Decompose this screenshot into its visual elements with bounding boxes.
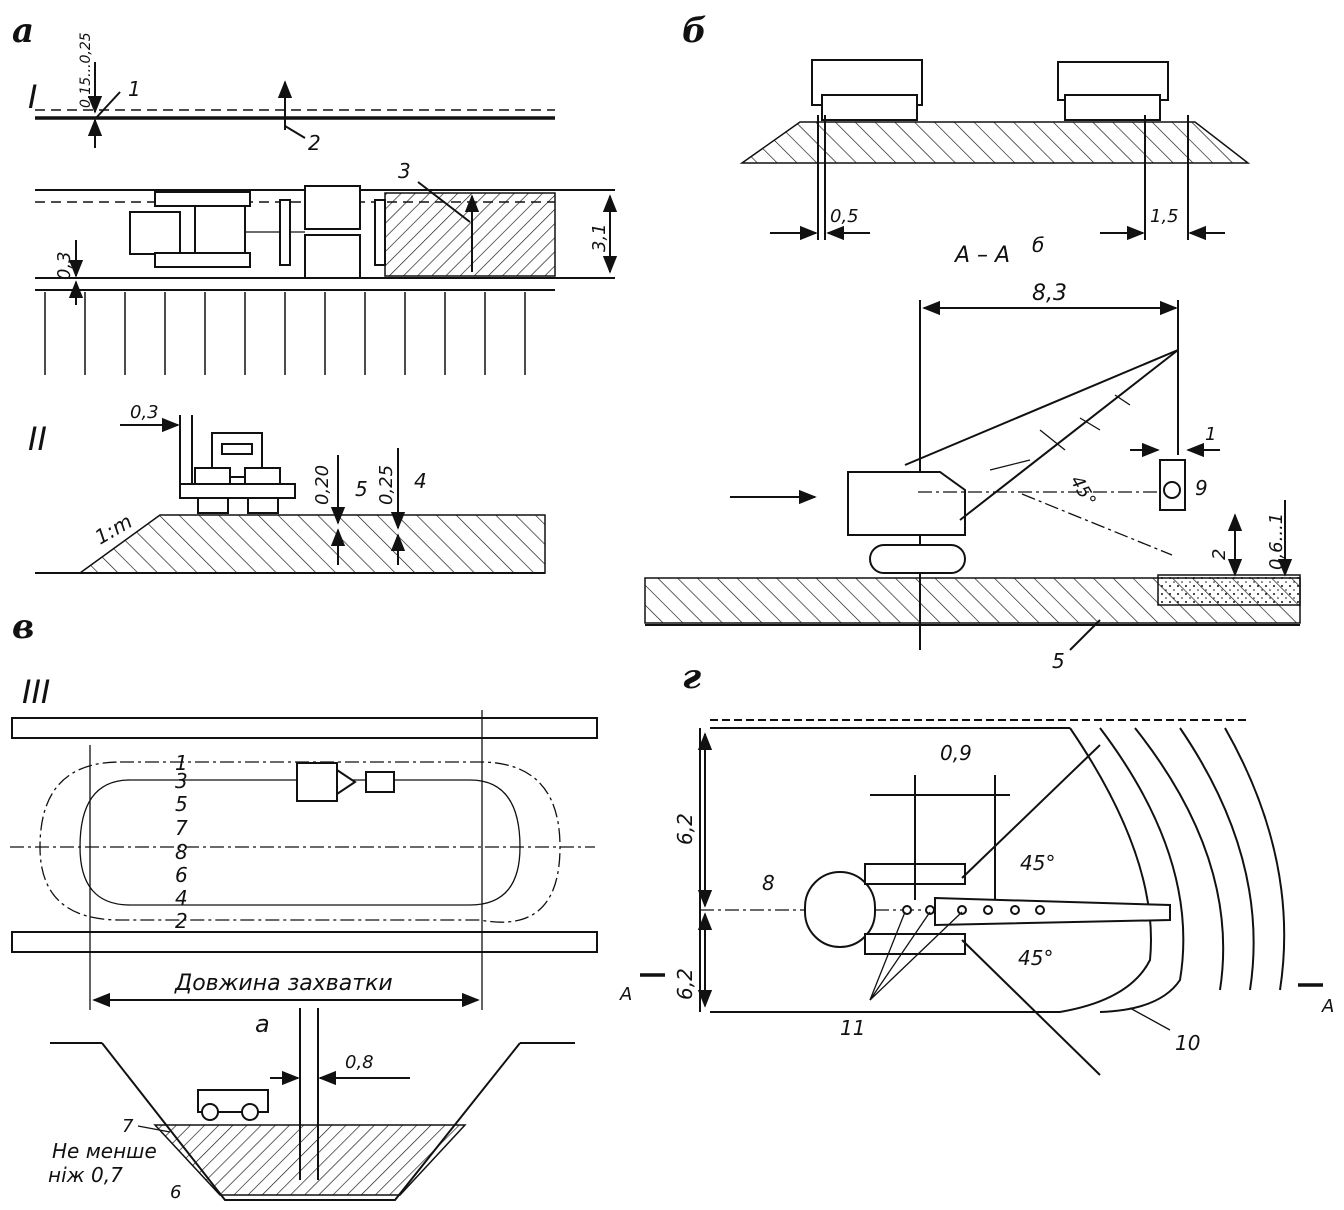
section-A-A-b: б bbox=[1032, 233, 1044, 257]
dim-a: a bbox=[255, 1010, 270, 1038]
dim-0-3-II: 0,3 bbox=[130, 402, 159, 423]
dim-0-9: 0,9 bbox=[940, 741, 972, 765]
dim-1-5: 1,5 bbox=[1150, 206, 1179, 227]
pass-3: 3 bbox=[175, 769, 188, 793]
callout-10: 10 bbox=[1175, 1031, 1200, 1055]
pass-4: 4 bbox=[175, 886, 188, 910]
pass-2: 2 bbox=[175, 909, 188, 933]
dim-45-g1: 45° bbox=[1020, 851, 1055, 875]
callout-9: 9 bbox=[1195, 476, 1208, 500]
roller-small-v bbox=[197, 1089, 269, 1121]
dim-0-5: 0,5 bbox=[830, 206, 859, 227]
panel-label-a: а bbox=[12, 11, 34, 51]
pass-1: 1 bbox=[175, 751, 188, 775]
callout-7: 7 bbox=[122, 1116, 134, 1137]
dim-45-b: 45° bbox=[1066, 472, 1100, 510]
dim-6-2-top: 6,2 bbox=[673, 813, 697, 845]
dim-0-25: 0,25 bbox=[376, 465, 397, 505]
panel-b: б 0,5 1,5 А – А б 8,3 bbox=[644, 11, 1301, 673]
section-label-I: I bbox=[28, 78, 37, 116]
panel-label-g: г bbox=[682, 657, 701, 697]
panel-v: в III 1 3 5 7 8 6 4 2 Довжина захватки a bbox=[10, 607, 598, 1203]
dim-6-2-bottom: 6,2 bbox=[673, 968, 697, 1000]
dim-2: 2 bbox=[1209, 549, 1230, 560]
dim-1: 1 bbox=[1205, 424, 1216, 445]
callout-5: 5 bbox=[355, 477, 368, 501]
crane-plan bbox=[804, 863, 1171, 955]
dim-0-20: 0,20 bbox=[312, 465, 333, 505]
dim-0-6-1: 0,6...1 bbox=[1266, 513, 1287, 570]
dim-8-3: 8,3 bbox=[1032, 281, 1067, 306]
pass-numbers: 1 3 5 7 8 6 4 2 bbox=[175, 751, 188, 933]
callout-8: 8 bbox=[762, 871, 775, 895]
section-A-A: А – А bbox=[953, 243, 1010, 268]
pass-7: 7 bbox=[175, 816, 188, 840]
panel-g: г 6,2 6,2 8 0,9 bbox=[619, 657, 1334, 1076]
not-less-line2: ніж 0,7 bbox=[48, 1163, 123, 1187]
callout-3: 3 bbox=[398, 159, 411, 183]
section-label-III: III bbox=[22, 673, 50, 711]
section-mark-A-left: А bbox=[619, 984, 632, 1005]
pass-6: 6 bbox=[175, 863, 188, 887]
callout-11: 11 bbox=[840, 1016, 865, 1040]
dim-3-1: 3,1 bbox=[589, 223, 610, 252]
callout-1: 1 bbox=[128, 77, 141, 101]
roller-plan-v bbox=[296, 762, 395, 802]
panel-label-b: б bbox=[682, 11, 707, 51]
dim-0-8: 0,8 bbox=[345, 1052, 374, 1073]
callout-4: 4 bbox=[414, 469, 427, 493]
roller-side bbox=[179, 432, 296, 514]
callout-5b: 5 bbox=[1052, 649, 1065, 673]
dim-0-3-a: 0,3 bbox=[54, 251, 75, 280]
panel-a: а I 0,15...0,25 1 2 3 3,1 bbox=[12, 11, 618, 574]
section-mark-A-right: А bbox=[1321, 996, 1334, 1017]
dim-45-g2: 45° bbox=[1018, 946, 1053, 970]
section-label-II: II bbox=[28, 420, 47, 458]
ground-strips-a bbox=[44, 292, 526, 375]
callout-6: 6 bbox=[170, 1182, 181, 1203]
pass-5: 5 bbox=[175, 792, 188, 816]
dim-0-15-0-25: 0,15...0,25 bbox=[78, 32, 94, 108]
pass-8: 8 bbox=[175, 840, 188, 864]
crane bbox=[847, 349, 1179, 574]
roller-front-right bbox=[1057, 61, 1169, 121]
tractor-plan bbox=[129, 185, 386, 279]
roller-front-left bbox=[811, 59, 923, 121]
not-less-line1: Не менше bbox=[52, 1139, 157, 1163]
callout-2: 2 bbox=[308, 131, 321, 155]
panel-label-v: в bbox=[12, 607, 34, 647]
length-label: Довжина захватки bbox=[174, 971, 393, 996]
